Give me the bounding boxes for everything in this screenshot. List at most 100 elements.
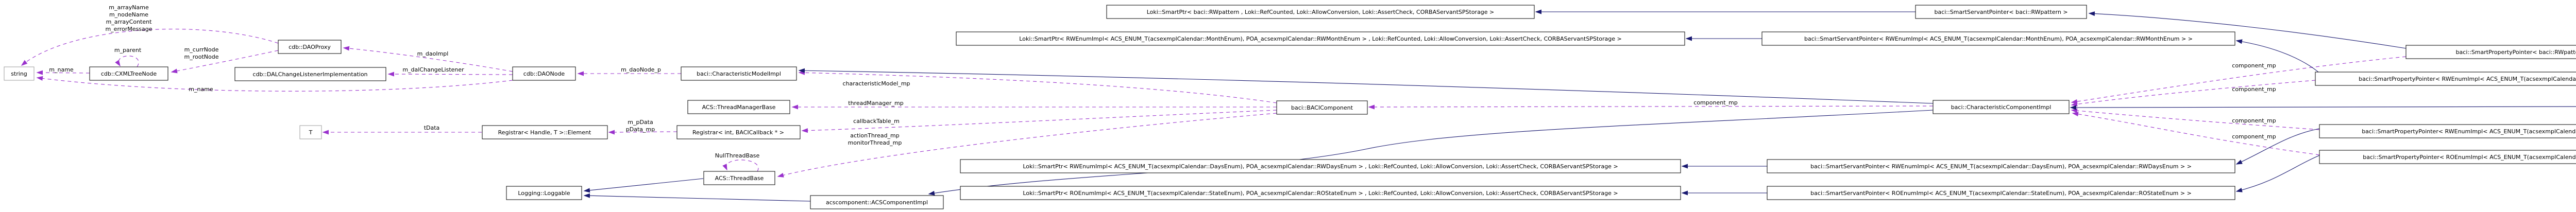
node-cdb-daoproxy-box[interactable] bbox=[278, 40, 342, 54]
node-loki-smartptr-stateenum[interactable]: Loki::SmartPtr< ROEnumImpl< ACS_ENUM_T(a… bbox=[960, 186, 1681, 200]
node-t-box bbox=[299, 125, 322, 139]
node-baci-smartpropertypointer-rwpattern-label: baci::SmartPropertyPointer< baci::RWpatt… bbox=[2456, 49, 2576, 56]
node-baci-smartservantpointer-rwpattern-box[interactable] bbox=[1915, 5, 2087, 19]
node-loki-smartptr-stateenum-label: Loki::SmartPtr< ROEnumImpl< ACS_ENUM_T(a… bbox=[1023, 190, 1618, 197]
edge-label-m-arrayName: m_arrayName bbox=[109, 4, 149, 11]
node-loki-smartptr-monthenum-box[interactable] bbox=[956, 31, 1685, 46]
node-acscomponent-acscomponentimpl-box[interactable] bbox=[810, 195, 944, 209]
node-string-label: string bbox=[11, 70, 27, 77]
node-baci-smartservantpointer-rwpattern[interactable]: baci::SmartServantPointer< baci::RWpatte… bbox=[1915, 5, 2087, 19]
usage-edge-daoproxy-string bbox=[21, 29, 279, 66]
inheritance-edge-spprw-ssprw bbox=[2088, 11, 2406, 49]
node-acs-threadbase-box[interactable] bbox=[703, 171, 775, 185]
node-baci-characteristiccomponentimpl[interactable]: baci::CharacteristicComponentImpl bbox=[1933, 100, 2070, 114]
node-baci-bacicomponent-label: baci::BACIComponent bbox=[1291, 104, 1353, 111]
node-cdb-daonode[interactable]: cdb::DAONode bbox=[512, 66, 576, 81]
node-loki-smartptr-daysenum-label: Loki::SmartPtr< RWEnumImpl< ACS_ENUM_T(a… bbox=[1023, 163, 1618, 170]
node-baci-smartpropertypointer-monthenum-box[interactable] bbox=[2315, 72, 2576, 86]
node-loki-smartptr-rwpattern-label: Loki::SmartPtr< baci::RWpattern , Loki::… bbox=[1147, 9, 1495, 15]
node-loki-smartptr-rwpattern[interactable]: Loki::SmartPtr< baci::RWpattern , Loki::… bbox=[1106, 5, 1535, 19]
usage-edge-daonode-daoproxy bbox=[343, 46, 513, 72]
node-acs-threadbase[interactable]: ACS::ThreadBase bbox=[703, 171, 775, 185]
node-acscomponent-acscomponentimpl[interactable]: acscomponent::ACSComponentImpl bbox=[810, 195, 944, 209]
node-baci-smartservantpointer-daysenum[interactable]: baci::SmartServantPointer< RWEnumImpl< A… bbox=[1767, 159, 2235, 173]
edge-label-threadManager-mp: threadManager_mp bbox=[848, 100, 903, 107]
node-baci-smartpropertypointer-rwpattern[interactable]: baci::SmartPropertyPointer< baci::RWpatt… bbox=[2405, 45, 2576, 59]
node-baci-smartpropertypointer-monthenum[interactable]: baci::SmartPropertyPointer< RWEnumImpl< … bbox=[2315, 72, 2576, 86]
node-cdb-cxmltreenode-box[interactable] bbox=[89, 66, 168, 81]
edge-label-NullThreadBase: NullThreadBase bbox=[715, 152, 760, 159]
usage-edge-threadbase-self-loop bbox=[722, 160, 759, 172]
node-t-label: T bbox=[309, 129, 313, 136]
node-acs-threadmanagerbase[interactable]: ACS::ThreadManagerBase bbox=[687, 100, 790, 114]
node-string: string bbox=[4, 66, 35, 81]
usage-edge-baci-cmodel bbox=[798, 70, 1277, 103]
node-baci-bacicomponent[interactable]: baci::BACIComponent bbox=[1276, 100, 1368, 115]
node-cdb-dalchangelistener[interactable]: cdb::DALChangeListenerImplementation bbox=[234, 67, 386, 81]
edge-label-component-mp-baci: component_mp bbox=[1693, 99, 1737, 106]
node-cdb-cxmltreenode[interactable]: cdb::CXMLTreeNode bbox=[89, 66, 168, 81]
inheritance-edge-sppmonth-sspmonth bbox=[2235, 39, 2319, 73]
node-registrar-element-box[interactable] bbox=[482, 125, 608, 139]
node-cdb-daonode-box[interactable] bbox=[512, 66, 576, 81]
node-baci-smartpropertypointer-stateenum-box[interactable] bbox=[2319, 150, 2576, 164]
node-acs-threadmanagerbase-box[interactable] bbox=[687, 100, 790, 114]
node-acs-threadmanagerbase-label: ACS::ThreadManagerBase bbox=[702, 104, 776, 111]
node-loki-smartptr-monthenum-label: Loki::SmartPtr< RWEnumImpl< ACS_ENUM_T(a… bbox=[1019, 36, 1621, 42]
node-baci-smartpropertypointer-rwpattern-box[interactable] bbox=[2405, 45, 2576, 59]
node-cdb-dalchangelistener-box[interactable] bbox=[234, 67, 386, 81]
usage-edge-spp-month-ccomp bbox=[2071, 80, 2316, 107]
node-t: T bbox=[299, 125, 322, 139]
edge-label-m-name: m_name bbox=[49, 66, 74, 73]
node-loki-smartptr-rwpattern-box[interactable] bbox=[1106, 5, 1535, 19]
node-baci-smartservantpointer-daysenum-box[interactable] bbox=[1767, 159, 2235, 173]
edge-label-m-dalChangeListener: m_dalChangeListener bbox=[402, 66, 464, 73]
node-baci-smartservantpointer-monthenum-box[interactable] bbox=[1761, 31, 2235, 46]
node-baci-smartpropertypointer-stateenum[interactable]: baci::SmartPropertyPointer< ROEnumImpl< … bbox=[2319, 150, 2576, 164]
node-loki-smartptr-daysenum[interactable]: Loki::SmartPtr< RWEnumImpl< ACS_ENUM_T(a… bbox=[960, 159, 1681, 173]
node-baci-smartservantpointer-monthenum-label: baci::SmartServantPointer< RWEnumImpl< A… bbox=[1804, 36, 2193, 42]
usage-edge-spp-state-ccomp bbox=[2072, 112, 2320, 155]
edge-label-monitorThread-mp: monitorThread_mp bbox=[848, 139, 902, 146]
edge-label-component-mp-state: component_mp bbox=[2232, 133, 2276, 140]
node-registrar-element[interactable]: Registrar< Handle, T >::Element bbox=[482, 125, 608, 139]
node-baci-smartpropertypointer-daysenum-label: baci::SmartPropertyPointer< RWEnumImpl< … bbox=[2362, 128, 2576, 135]
node-registrar-bacicallback[interactable]: Registrar< int, BACICallback * > bbox=[676, 125, 801, 139]
usage-edge-daonode-string bbox=[36, 76, 513, 92]
node-baci-bacicomponent-box[interactable] bbox=[1276, 100, 1368, 115]
inheritance-edge-calendar-ccomp bbox=[2070, 105, 2576, 110]
inheritance-edge-ccomp-acscomp bbox=[928, 110, 1934, 196]
inheritance-edge-sppdays-sspdays bbox=[2235, 128, 2320, 165]
node-cdb-daonode-label: cdb::DAONode bbox=[523, 70, 565, 77]
node-registrar-bacicallback-box[interactable] bbox=[676, 125, 801, 139]
node-logging-loggable[interactable]: Logging::Loggable bbox=[506, 186, 582, 200]
node-registrar-element-label: Registrar< Handle, T >::Element bbox=[498, 129, 591, 136]
node-baci-characteristicmodelimpl-box[interactable] bbox=[681, 66, 797, 81]
node-baci-smartpropertypointer-daysenum[interactable]: baci::SmartPropertyPointer< RWEnumImpl< … bbox=[2319, 124, 2576, 138]
edge-label-m-nodeName: m_nodeName bbox=[109, 11, 148, 18]
node-baci-smartpropertypointer-daysenum-box[interactable] bbox=[2319, 124, 2576, 138]
node-baci-smartservantpointer-rwpattern-label: baci::SmartServantPointer< baci::RWpatte… bbox=[1934, 9, 2067, 15]
node-baci-characteristiccomponentimpl-box[interactable] bbox=[1933, 100, 2070, 114]
usage-edge-cxml-self-loop bbox=[115, 56, 139, 67]
node-baci-smartservantpointer-stateenum-label: baci::SmartServantPointer< ROEnumImpl< A… bbox=[1810, 190, 2192, 197]
node-cdb-daoproxy[interactable]: cdb::DAOProxy bbox=[278, 40, 342, 54]
node-loki-smartptr-stateenum-box[interactable] bbox=[960, 186, 1681, 200]
node-baci-smartpropertypointer-stateenum-label: baci::SmartPropertyPointer< ROEnumImpl< … bbox=[2363, 154, 2576, 161]
node-string-box bbox=[4, 66, 35, 81]
edge-label-actionThread-mp: actionThread_mp bbox=[850, 132, 900, 139]
node-loki-smartptr-monthenum[interactable]: Loki::SmartPtr< RWEnumImpl< ACS_ENUM_T(a… bbox=[956, 31, 1685, 46]
usage-edge-daoproxy-cxml bbox=[171, 50, 279, 74]
usage-edge-spp-days-ccomp bbox=[2071, 108, 2320, 130]
node-baci-smartservantpointer-stateenum[interactable]: baci::SmartServantPointer< ROEnumImpl< A… bbox=[1767, 186, 2235, 200]
node-baci-characteristicmodelimpl[interactable]: baci::CharacteristicModelImpl bbox=[681, 66, 797, 81]
node-logging-loggable-label: Logging::Loggable bbox=[518, 190, 570, 197]
node-loki-smartptr-daysenum-box[interactable] bbox=[960, 159, 1681, 173]
node-baci-smartservantpointer-monthenum[interactable]: baci::SmartServantPointer< RWEnumImpl< A… bbox=[1761, 31, 2235, 46]
edge-label-m-arrayContent: m_arrayContent bbox=[106, 19, 152, 25]
node-registrar-bacicallback-label: Registrar< int, BACICallback * > bbox=[692, 129, 784, 136]
node-baci-smartservantpointer-stateenum-box[interactable] bbox=[1767, 186, 2235, 200]
node-logging-loggable-box[interactable] bbox=[506, 186, 582, 200]
